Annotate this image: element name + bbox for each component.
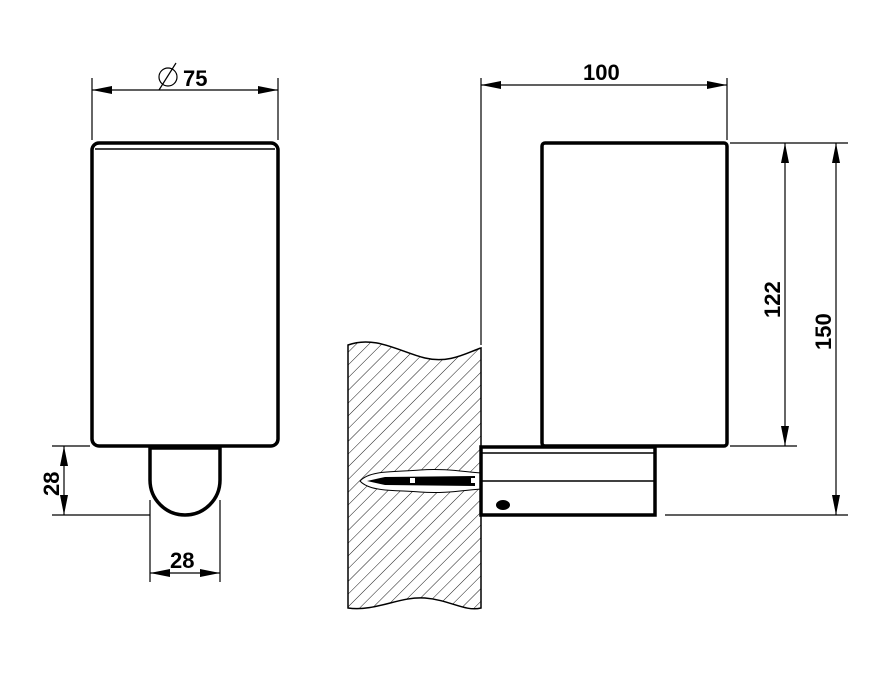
set-screw-icon [496, 500, 510, 510]
knob-front [148, 446, 222, 517]
dim-total-height: 150 [811, 313, 836, 350]
front-view: 75 28 28 [39, 62, 280, 582]
side-view: 100 122 150 [347, 60, 848, 610]
cup-side [540, 141, 729, 448]
screw-icon [367, 476, 475, 486]
dim-diameter: 75 [183, 66, 207, 91]
dim-knob-height: 28 [39, 472, 64, 496]
dim-cup-height: 122 [760, 281, 785, 318]
dim-projection: 100 [583, 60, 620, 85]
cup-front [90, 141, 280, 448]
diameter-symbol-icon [158, 62, 178, 91]
dim-knob-width: 28 [170, 548, 194, 573]
